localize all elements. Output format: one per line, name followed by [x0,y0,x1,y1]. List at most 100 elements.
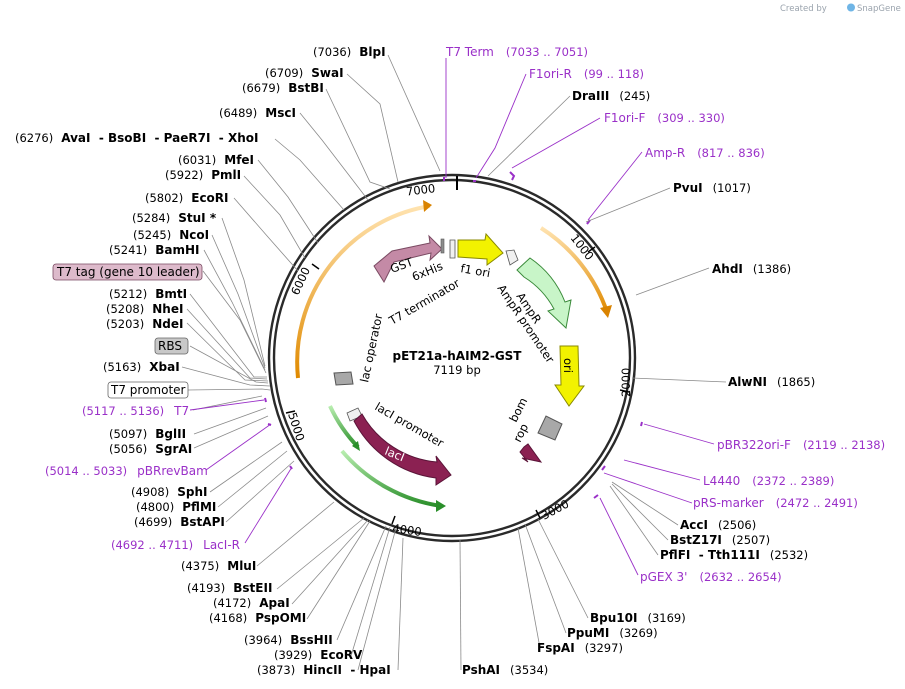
site-acci: AccI(2506) [680,518,756,532]
backbone-inner [272,178,632,538]
site-avai-xhoi: (6276)AvaI - BsoBI - PaeR7I - XhoI [15,131,258,145]
site-mfei: (6031)MfeI [178,153,254,167]
site-ndei: (5203)NdeI [106,317,184,331]
orf-arc-laci-2 [340,449,442,508]
primer-prs-marker: pRS-marker(2472 .. 2491) [693,496,858,510]
feature-his-label: 6xHis [410,259,445,284]
feature-rop-label: rop [510,421,531,444]
plasmid-length: 7119 bp [433,363,481,377]
site-swai: (6709)SwaI [265,66,344,80]
snapgene-credit: Created by SnapGene [780,3,901,14]
site-fspai: FspAI(3297) [537,641,623,655]
orf-arc-6000 [295,204,431,379]
feature-t7term-label: T7 terminator [386,276,463,328]
primer-labels: T7 Term(7033 .. 7051) F1ori-R(99 .. 118)… [45,45,885,584]
site-ppumi: PpuMI(3269) [567,626,658,640]
primer-mark-t7 [264,397,267,403]
primer-f1ori-r: F1ori-R(99 .. 118) [529,67,644,81]
feature-f1ori [457,232,504,266]
site-pflfi-tth111i: PflFI - Tth111I(2532) [660,548,808,562]
tick-4000: 4000 [392,521,423,539]
tick-3000-mark [535,509,541,519]
site-pvui: PvuI(1017) [673,181,751,195]
site-bsteii: (4193)BstEII [187,581,272,595]
primer-f1ori-f: F1ori-F(309 .. 330) [604,111,725,125]
site-pmli: (5922)PmlI [165,168,241,182]
site-sphi: (4908)SphI [131,485,208,499]
site-pspomi: (4168)PspOMI [209,611,306,625]
primer-pbr322ori-f: pBR322ori-F(2119 .. 2138) [717,438,885,452]
site-ahdi: AhdI(1386) [712,262,791,276]
site-sgrai: (5056)SgrAI [109,442,192,456]
rbs-box [154,337,189,355]
feature-bom [537,415,563,441]
site-bstapi: (4699)BstAPI [134,515,225,529]
backbone [267,173,637,543]
feature-laci-label: lacI [383,444,407,464]
backbone-outer [267,173,637,543]
primer-mark-f1ori-f [509,171,516,181]
site-bpu10i: Bpu10I(3169) [590,611,686,625]
site-apai: (4172)ApaI [213,596,290,610]
t7tag-box [52,263,203,281]
feature-bom-label: bom [506,395,530,424]
primer-mark-laci-r [289,465,293,470]
feature-t7term-box [449,239,456,259]
feature-rop [519,443,543,463]
primer-marks [264,171,643,499]
site-bglii: (5097)BglII [109,427,186,441]
site-mlui: (4375)MluI [181,559,256,573]
site-xbai: (5163)XbaI [103,360,180,374]
orf-arc-laci-1-head [352,441,360,451]
site-hincii-hpai: (3873)HincII - HpaI [257,663,391,677]
primer-t7term: T7 Term(7033 .. 7051) [445,45,588,59]
primer-mark-l4440 [601,465,606,471]
primer-laci-r: (4692 .. 4711)LacI-R [111,538,240,552]
t7tag-label: T7 tag (gene 10 leader) [56,265,200,279]
site-bamhi: (5241)BamHI [109,243,200,257]
feature-gst [373,234,443,284]
primer-leaders [189,58,715,576]
orf-arc-1000-head [600,305,612,318]
site-pflmi: (4800)PflMI [136,500,216,514]
site-msci: (6489)MscI [219,106,296,120]
orf-arc-laci-2-head [436,500,446,512]
tick-6000-mark [311,263,320,270]
snapgene-logo-icon [847,3,855,12]
plasmid-name: pET21a-hAIM2-GST [393,349,523,363]
site-bstbi: (6679)BstBI [242,81,324,95]
left-leaders [181,54,441,671]
site-alwni: AlwNI(1865) [728,375,815,389]
site-draiii: DraIII(245) [572,89,650,103]
orf-arc-6000-head [423,200,432,212]
orf-arc-1000 [539,226,609,313]
primer-l4440: L4440(2372 .. 2389) [703,474,834,488]
left-labels: (7036)BlpI (6709)SwaI (6679)BstBI (6489)… [15,45,391,677]
rbs-label: RBS [158,339,182,353]
site-pshai: PshAI(3534) [462,663,548,677]
right-leaders [459,95,727,671]
feature-ampr [516,257,572,329]
feature-laci [353,413,452,486]
feature-ampr-prom-box [505,249,519,266]
site-bsshii: (3964)BssHII [244,633,333,647]
feature-lacop-label: lac operator [357,312,385,383]
boxed-labels: T7 tag (gene 10 leader) RBS T7 promoter [52,263,203,399]
credit-text: Created by [780,4,827,14]
site-ecorv: (3929)EcoRV [274,648,363,662]
tick-5000-mark [285,410,296,414]
feature-lac-operator [333,371,354,386]
tick-2000-mark [619,389,630,393]
site-bstz17i: BstZ17I(2507) [670,533,770,547]
t7prom-label: T7 promoter [110,383,186,397]
primer-t7: (5117 .. 5136)T7 [82,404,189,418]
feature-his-box [440,238,445,254]
tick-7000: 7000 [405,181,436,198]
primer-pgex3: pGEX 3'(2632 .. 2654) [640,570,782,584]
site-blpi: (7036)BlpI [313,45,386,59]
site-bmti: (5212)BmtI [109,287,187,301]
tick-4000-mark [391,515,396,525]
feature-ori [554,345,585,407]
site-ncoi: (5245)NcoI [133,228,209,242]
